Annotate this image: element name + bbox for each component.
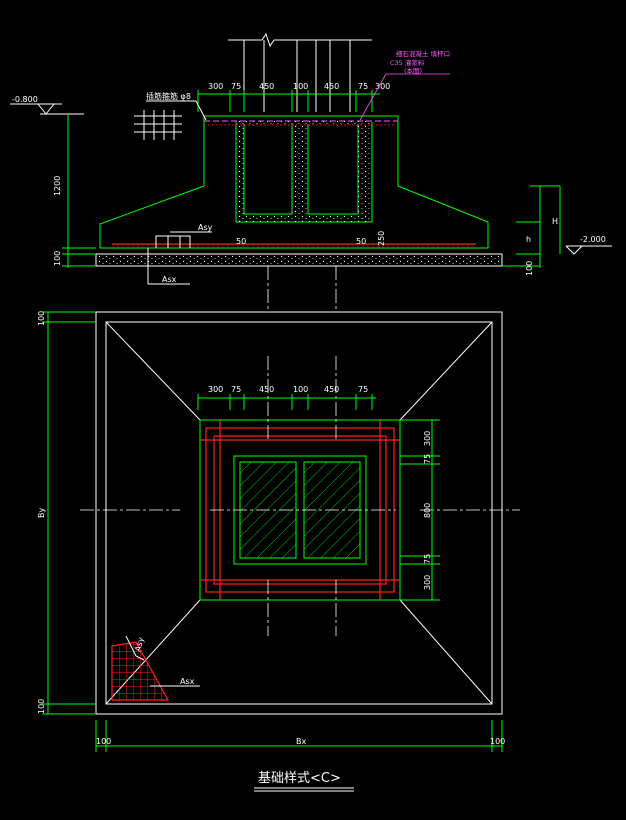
dim-450-left: 450 <box>259 82 274 91</box>
dim-450-right: 450 <box>324 82 339 91</box>
right-vertical-dims: H h 100 <box>502 185 561 276</box>
plan-dim-450-right: 450 <box>324 385 339 394</box>
plan-dim-75-bottom: 75 <box>423 554 432 564</box>
plan-dim-300-bottom: 300 <box>423 575 432 590</box>
section-view: 300 75 450 100 450 75 300 细石混凝土 填杯口 C35 … <box>10 32 612 312</box>
grout-note: 细石混凝土 填杯口 C35 灌浆料 (本图) <box>359 49 450 121</box>
dim-300-right: 300 <box>375 82 390 91</box>
plan-dim-75-right: 75 <box>358 385 368 394</box>
plan-dim-100-left: 100 <box>96 737 111 746</box>
elevation-top-marker: -0.800 <box>10 95 84 115</box>
base-rebar-detail: Asy Asx <box>111 635 200 701</box>
drawing-title: 基础样式<C> <box>254 771 354 792</box>
top-dimension-chain: 300 75 450 100 450 75 300 <box>197 82 390 112</box>
grout-note-line-3: (本图) <box>404 66 422 75</box>
plan-label-by: By <box>37 508 46 518</box>
plan-dim-100-top: 100 <box>37 311 46 326</box>
left-vertical-dims: 1200 100 <box>53 114 96 268</box>
drawing-title-text: 基础样式<C> <box>258 771 341 786</box>
plan-top-dimension-chain: 300 75 450 100 450 75 <box>197 385 376 410</box>
plan-dim-75-top: 75 <box>423 454 432 464</box>
plan-dim-450-left: 450 <box>259 385 274 394</box>
plan-dim-800: 800 <box>423 503 432 518</box>
plan-label-bx: Bx <box>296 737 306 746</box>
dim-50-right: 50 <box>356 237 366 246</box>
plan-dim-300-left: 300 <box>208 385 223 394</box>
dim-100-right: 100 <box>525 261 534 276</box>
label-asx-plan: Asx <box>180 677 195 686</box>
elevation-bottom-marker: -2.000 <box>565 235 612 255</box>
stirrup-note-text: 插筋箍筋 φ8 <box>146 91 191 101</box>
rebar-mesh-icon <box>134 110 182 140</box>
label-asy-plan: Asy <box>133 636 145 652</box>
plan-bottom-dimension-chain: 100 Bx 100 <box>95 720 505 752</box>
plan-dim-100-right: 100 <box>490 737 505 746</box>
grout-note-line-1: 细石混凝土 填杯口 <box>396 49 450 58</box>
label-asx-section: Asx <box>162 275 177 284</box>
dim-100-center: 100 <box>293 82 308 91</box>
dim-1200: 1200 <box>53 176 62 196</box>
elevation-top-label: -0.800 <box>12 95 38 104</box>
label-h: h <box>526 235 531 244</box>
label-asy-section: Asy <box>198 223 213 232</box>
dim-100-left: 100 <box>53 251 62 266</box>
plan-left-dimension-chain: 100 By 100 <box>37 311 96 715</box>
plan-view: 300 75 450 100 450 75 300 75 800 75 300 <box>37 311 520 752</box>
dim-50-left: 50 <box>236 237 246 246</box>
dim-75-right: 75 <box>358 82 368 91</box>
grout-note-line-2: C35 灌浆料 <box>390 58 425 67</box>
elevation-bottom-label: -2.000 <box>580 235 606 244</box>
plan-dim-300-top: 300 <box>423 431 432 446</box>
plan-dim-100-bottom: 100 <box>37 699 46 714</box>
plan-dim-100-center: 100 <box>293 385 308 394</box>
stirrup-note: 插筋箍筋 φ8 <box>146 91 207 121</box>
dim-300-left: 300 <box>208 82 223 91</box>
dim-75-left: 75 <box>231 82 241 91</box>
plan-dim-75-left: 75 <box>231 385 241 394</box>
plan-right-dimension-chain: 300 75 800 75 300 <box>400 419 440 601</box>
dim-250: 250 <box>377 231 386 246</box>
label-H: H <box>552 217 558 226</box>
